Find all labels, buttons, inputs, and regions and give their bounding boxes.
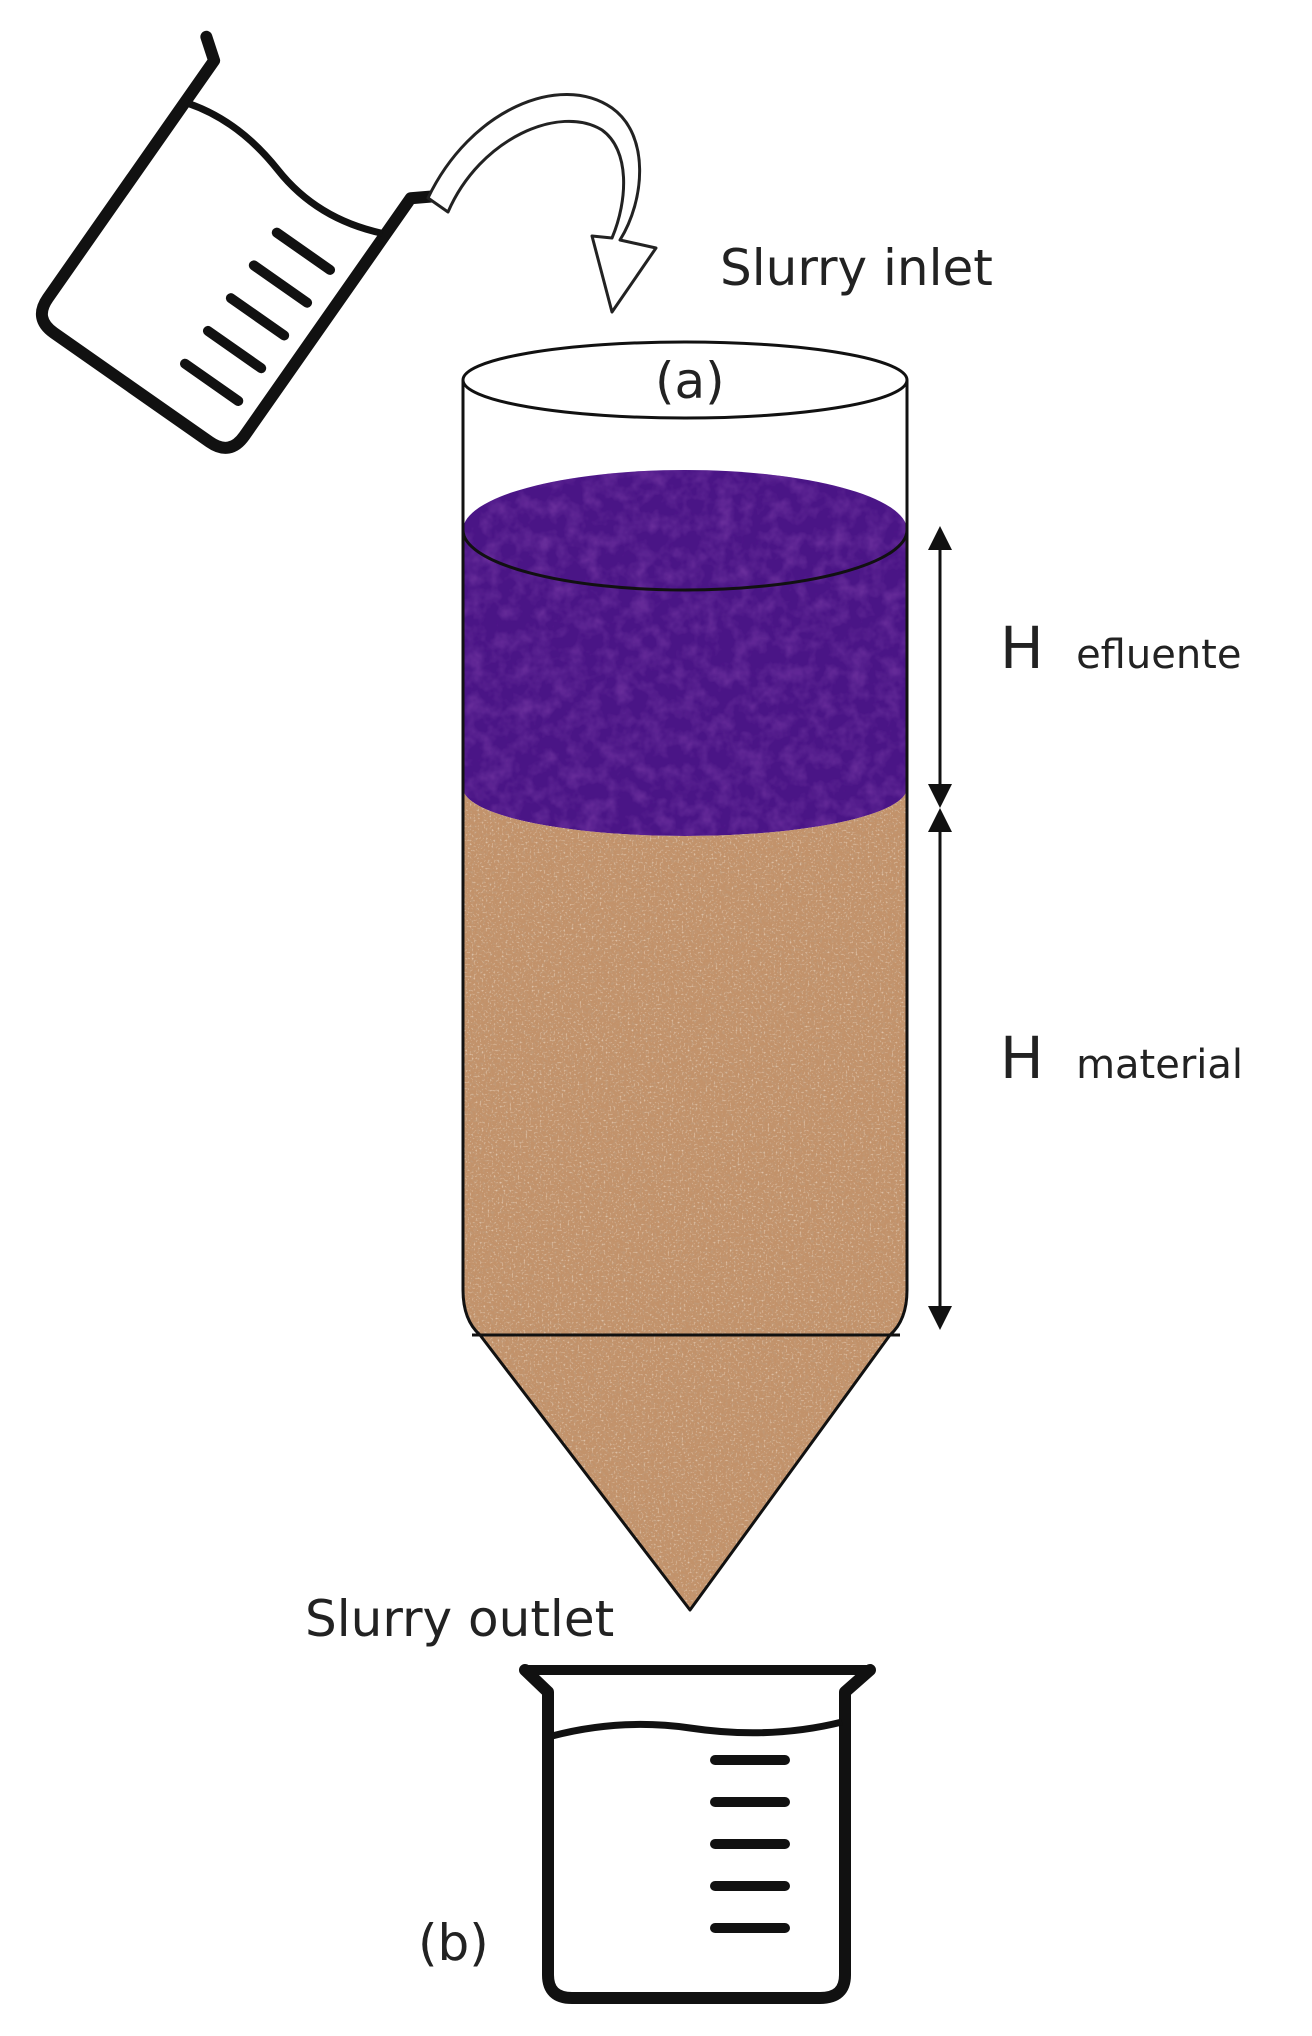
effluent-height-label: H efluente xyxy=(1000,614,1241,682)
h-symbol: H xyxy=(1000,1024,1044,1092)
beaker-graduation-marks xyxy=(710,1755,790,1933)
inlet-arrow-icon xyxy=(426,93,658,314)
material-height-label: H material xyxy=(1000,1024,1243,1092)
slurry-inlet-label: Slurry inlet xyxy=(720,239,993,297)
h-symbol: H xyxy=(1000,614,1044,682)
effluent-layer xyxy=(461,470,909,836)
effluent-subscript: efluente xyxy=(1076,632,1241,678)
material-subscript: material xyxy=(1076,1042,1243,1088)
part-b-label: (b) xyxy=(418,1914,489,1972)
pouring-beaker-icon xyxy=(35,30,456,454)
slurry-outlet-label: Slurry outlet xyxy=(305,1590,614,1648)
beaker-graduation-marks xyxy=(180,227,336,406)
collection-beaker-icon xyxy=(519,1664,876,2004)
column xyxy=(461,340,909,1612)
part-a-label: (a) xyxy=(655,352,725,410)
material-layer xyxy=(463,788,907,1610)
